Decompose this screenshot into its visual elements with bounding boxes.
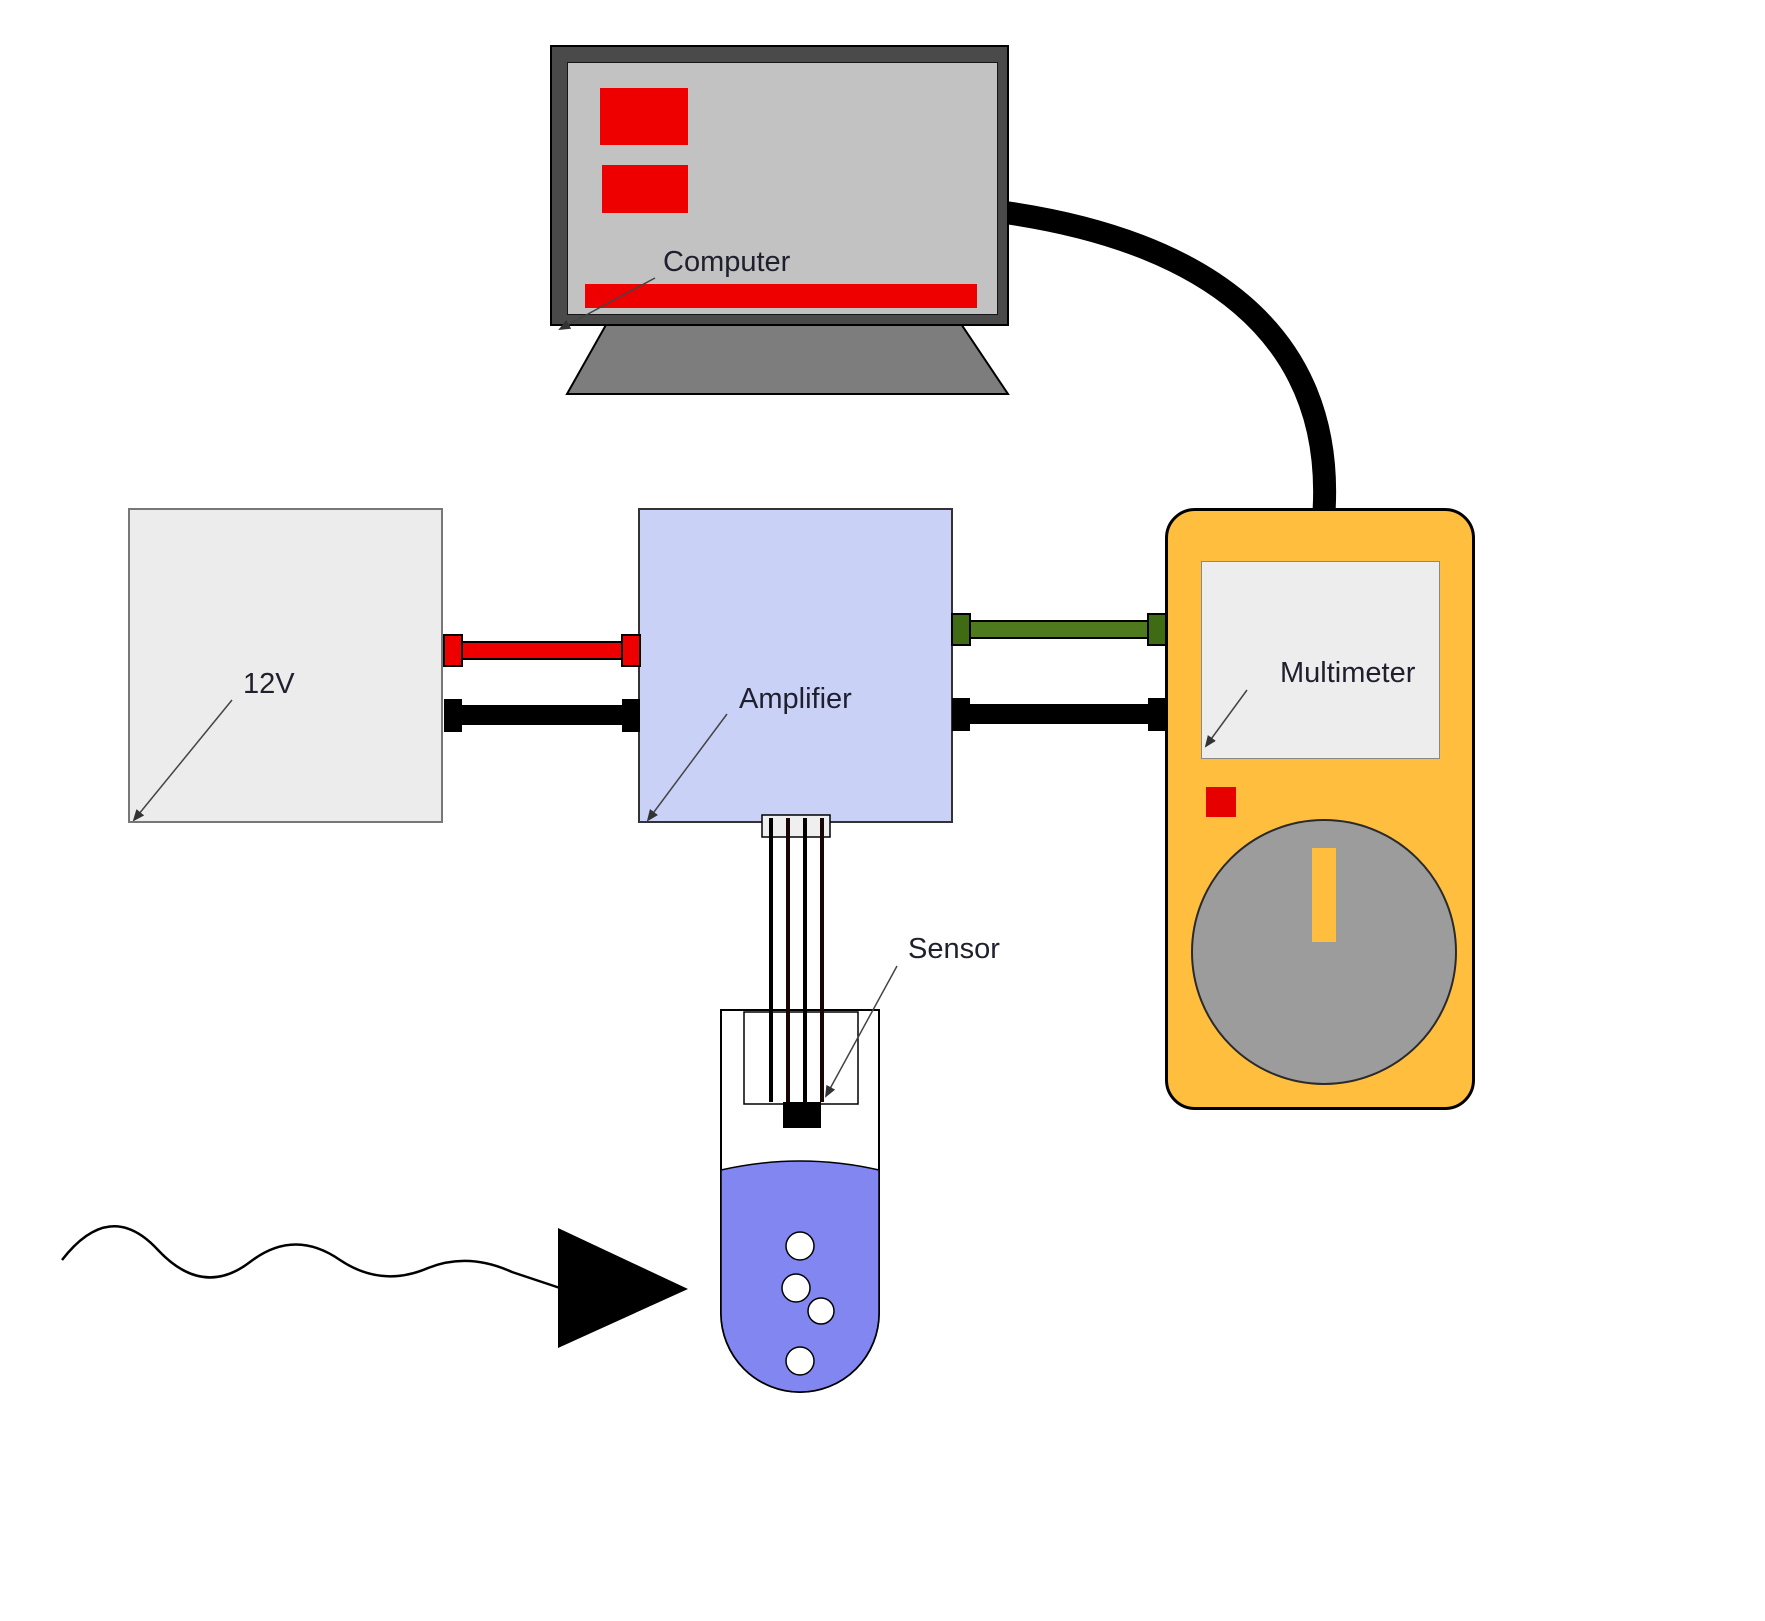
wire-green-connector-left — [951, 613, 971, 646]
bubble-2 — [781, 1273, 811, 1303]
power-supply-box — [128, 508, 443, 823]
multimeter-dial-pointer — [1312, 848, 1336, 942]
computer-multimeter-cable — [990, 200, 1337, 524]
wire-green — [957, 620, 1168, 639]
wire-green-connector-right — [1147, 613, 1167, 646]
monitor-screen — [567, 62, 998, 315]
bubble-3 — [807, 1297, 835, 1325]
amplifier-box — [638, 508, 953, 823]
wire-black-left-connector-left — [444, 699, 462, 732]
computer-monitor — [550, 45, 1009, 326]
multimeter-red-button — [1206, 787, 1236, 817]
multimeter-body — [1165, 508, 1475, 1110]
test-tube-liquid — [720, 1160, 880, 1393]
wire-black-right-connector-right — [1148, 698, 1166, 731]
sensor-label: Sensor — [908, 933, 1000, 965]
bubble-1 — [785, 1231, 815, 1261]
wire-red-connector-left — [443, 634, 463, 667]
computer-label: Computer — [663, 246, 791, 278]
multimeter-label: Multimeter — [1280, 657, 1416, 689]
input-arrowhead — [558, 1228, 688, 1348]
wire-black-right-connector-left — [952, 698, 970, 731]
test-tube — [720, 1009, 880, 1393]
sensor-leader-arrow — [825, 965, 898, 1098]
input-wave-line — [61, 1225, 561, 1290]
amplifier-label: Amplifier — [739, 683, 852, 715]
wire-red — [447, 641, 639, 660]
multimeter-dial — [1191, 819, 1457, 1085]
screen-window-red-1 — [600, 88, 688, 145]
screen-window-red-2 — [602, 165, 688, 213]
wire-black-left — [448, 705, 638, 725]
sensor-holder — [743, 1011, 859, 1105]
bubble-4 — [785, 1346, 815, 1376]
sensor-chip — [783, 1102, 821, 1128]
screen-taskbar-red — [585, 284, 977, 308]
power-label: 12V — [243, 668, 295, 700]
wire-black-right — [958, 704, 1167, 724]
